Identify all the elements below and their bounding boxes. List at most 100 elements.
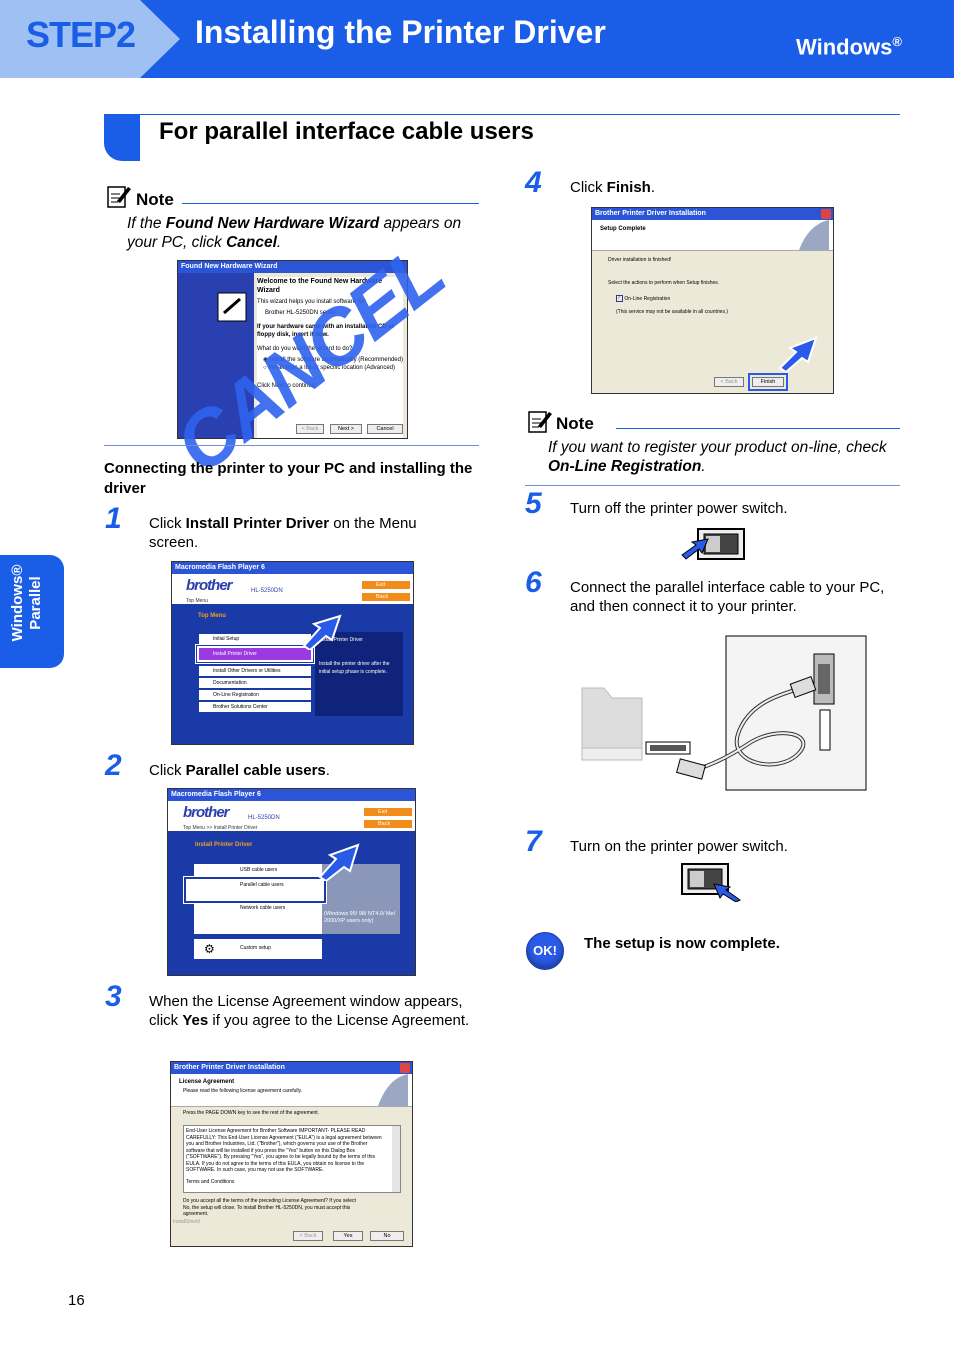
ok-badge	[526, 932, 564, 970]
brother-logo: brother	[183, 804, 229, 821]
installshield-label: InstallShield	[173, 1219, 200, 1225]
setup-wizard-graphic-icon	[378, 1074, 408, 1106]
license-scrollbar[interactable]	[392, 1126, 400, 1192]
custom-setup-icon: ⚙	[204, 942, 215, 956]
step-text-2: Click Parallel cable users.	[149, 762, 330, 779]
driver-breadcrumb: Top Menu >> Install Printer Driver	[183, 825, 258, 831]
power-switch-on-icon	[681, 863, 741, 902]
section-title: For parallel interface cable users	[159, 118, 534, 145]
menu-item-initial-setup[interactable]: Initial Setup	[199, 634, 311, 644]
side-tab	[0, 555, 64, 668]
wizard-welcome: Welcome to the Found New Hardware Wizard	[257, 278, 383, 294]
finish-line1: Driver installation is finished!	[608, 257, 672, 263]
finish-back-button[interactable]: < Back	[714, 377, 744, 387]
note-text: If the Found New Hardware Wizard appears…	[127, 215, 462, 251]
driver-screenshot: Macromedia Flash Player 6 brother HL-525…	[167, 788, 416, 976]
license-no-button[interactable]: No	[370, 1231, 404, 1241]
pointer-arrow-icon	[302, 614, 342, 650]
driver-titlebar: Macromedia Flash Player 6	[168, 789, 415, 801]
online-registration-checkbox[interactable]: ✓ On-Line Registration	[616, 295, 671, 303]
page-title: Installing the Printer Driver	[195, 14, 606, 50]
note-rule	[182, 203, 479, 204]
note-pencil-icon	[528, 411, 552, 433]
license-terms: Terms and Conditions	[186, 1178, 235, 1185]
pointer-arrow-icon	[318, 843, 360, 881]
close-icon[interactable]	[400, 1063, 410, 1073]
wizard-question: What do you want the wizard to do?	[257, 346, 353, 352]
driver-item-network[interactable]: Network cable users	[240, 905, 286, 911]
parallel-cable-illustration	[581, 635, 867, 791]
license-screenshot: Brother Printer Driver Installation Lice…	[170, 1061, 413, 1247]
menu-item-online-registration[interactable]: On-Line Registration	[199, 690, 311, 700]
step-tab-shape	[0, 0, 180, 78]
step-number-4: 4	[525, 166, 542, 199]
finish-titlebar: Brother Printer Driver Installation	[592, 208, 833, 220]
step-number-7: 7	[525, 825, 542, 858]
wizard-next-button[interactable]: Next >	[330, 424, 362, 434]
menu-back-button[interactable]: Back	[362, 593, 410, 601]
section-divider	[525, 485, 900, 486]
note-text: If you want to register your product on-…	[548, 439, 887, 475]
setup-wizard-graphic-icon	[799, 220, 829, 250]
finish-button[interactable]: Finish	[748, 373, 788, 391]
page-number: 16	[68, 1292, 85, 1309]
section-divider	[104, 445, 479, 446]
wizard-screenshot: Found New Hardware Wizard Welcome to the…	[177, 260, 408, 439]
section-rule	[104, 114, 900, 115]
step-text-4: Click Finish.	[570, 179, 656, 196]
section-marker	[104, 114, 140, 161]
note-label: Note	[136, 190, 174, 209]
wizard-continue: Click Next to continue.	[257, 383, 317, 389]
license-hint: Press the PAGE DOWN key to see the rest …	[183, 1110, 320, 1116]
step-number-6: 6	[525, 566, 542, 599]
step-number-3: 3	[105, 980, 122, 1013]
wizard-option-advanced[interactable]: ○ Install from a list or specific locati…	[263, 365, 396, 371]
menu-item-solutions-center[interactable]: Brother Solutions Center	[199, 702, 311, 712]
page-header: STEP2 Installing the Printer Driver Wind…	[0, 0, 954, 78]
step-text-5: Turn off the printer power switch.	[570, 500, 788, 517]
step-text-1: Click Install Printer Driver on the Menu…	[149, 515, 417, 551]
license-question: Do you accept all the terms of the prece…	[183, 1198, 356, 1217]
wizard-option-auto[interactable]: ◉ Install the software automatically (Re…	[263, 357, 403, 363]
menu-screenshot: Macromedia Flash Player 6 brother HL-525…	[171, 561, 414, 745]
wizard-body: This wizard helps you install software f…	[257, 299, 367, 305]
hardware-wizard-icon	[217, 292, 247, 322]
menu-exit-button[interactable]: Exit	[362, 581, 410, 589]
subheading: Connecting the printer to your PC and in…	[104, 460, 473, 497]
wizard-titlebar: Found New Hardware Wizard	[178, 261, 407, 273]
close-icon[interactable]	[821, 209, 831, 219]
license-back-button[interactable]: < Back	[293, 1231, 323, 1241]
menu-model: HL-5250DN	[251, 588, 283, 594]
menu-item-other-drivers[interactable]: Install Other Drivers or Utilities	[199, 666, 311, 676]
license-body: End-User License Agreement for Brother S…	[186, 1128, 382, 1173]
step-text-7: Turn on the printer power switch.	[570, 838, 788, 855]
note-pencil-icon	[107, 186, 131, 208]
driver-item-usb[interactable]: USB cable users	[240, 867, 278, 873]
finish-heading: Setup Complete	[600, 226, 646, 232]
menu-heading: Top Menu	[198, 613, 226, 619]
step-text-3: When the License Agreement window appear…	[149, 993, 470, 1029]
step-text-6: Connect the parallel interface cable to …	[570, 579, 885, 615]
wizard-back-button[interactable]: < Back	[296, 424, 324, 434]
driver-back-button[interactable]: Back	[364, 820, 412, 828]
driver-heading: Install Printer Driver	[195, 842, 253, 848]
driver-item-parallel[interactable]: Parallel cable users	[186, 879, 324, 901]
license-sub: Please read the following license agreem…	[183, 1088, 303, 1094]
brother-logo: brother	[186, 577, 232, 594]
wizard-side-art	[178, 273, 254, 438]
driver-os-note: (Windows 95/ 98/ NT4.0/ Me/ 2000/XP user…	[324, 911, 396, 924]
menu-desc: Install the printer driver after the ini…	[319, 661, 390, 675]
wizard-cancel-button[interactable]: Cancel	[367, 424, 403, 434]
wizard-device: Brother HL-5250DN series	[265, 310, 336, 316]
driver-exit-button[interactable]: Exit	[364, 808, 412, 816]
driver-model: HL-5250DN	[248, 815, 280, 821]
driver-item-custom[interactable]: Custom setup	[240, 945, 271, 951]
license-yes-button[interactable]: Yes	[333, 1231, 363, 1241]
step-number-5: 5	[525, 487, 542, 520]
menu-item-install-driver[interactable]: Install Printer Driver	[197, 646, 313, 662]
license-textbox[interactable]: End-User License Agreement for Brother S…	[183, 1125, 401, 1193]
pointer-arrow-icon	[778, 336, 818, 372]
menu-item-documentation[interactable]: Documentation	[199, 678, 311, 688]
step-label: STEP2	[26, 14, 136, 55]
os-label: Windows®	[796, 34, 902, 60]
